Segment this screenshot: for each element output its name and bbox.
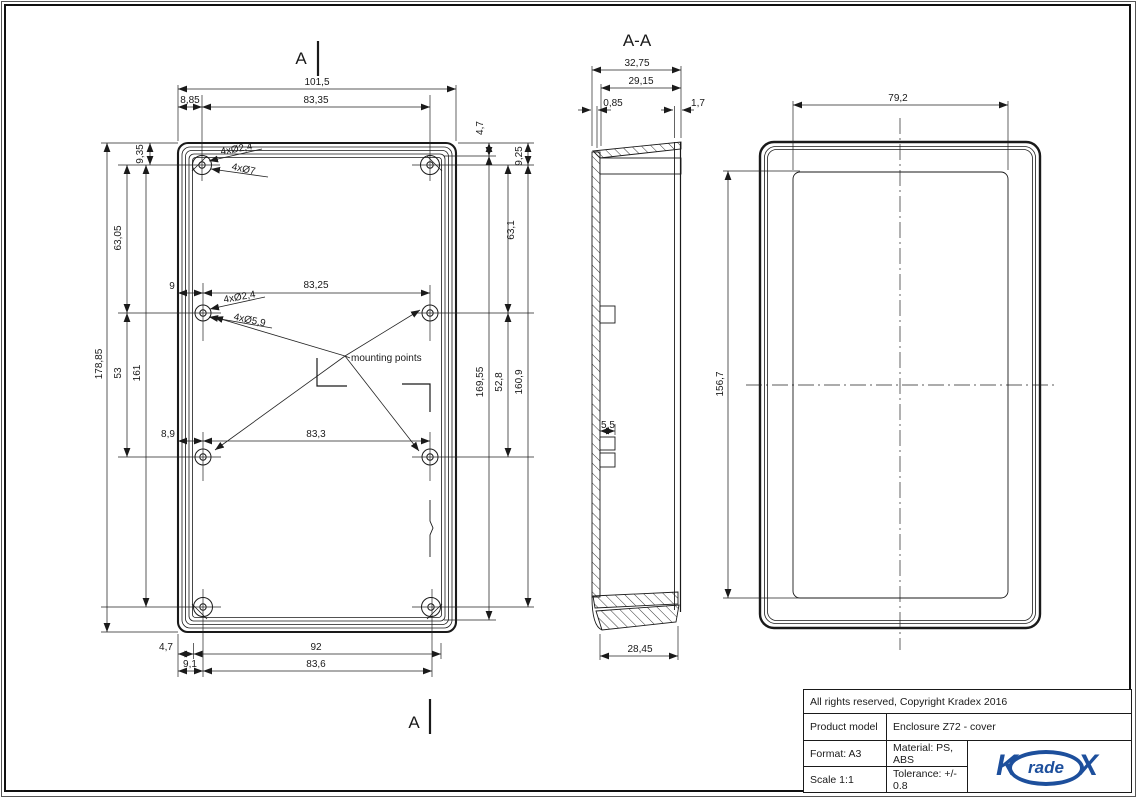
dim-mid2-hole-offset: 8,9 bbox=[161, 429, 175, 440]
dim-mid2-hole-span: 83,3 bbox=[306, 429, 326, 440]
section-view-dimension-labels: 32,75 29,15 0,85 1,7 5,5 28,45 bbox=[601, 58, 705, 655]
dim-inner-height: 156,7 bbox=[715, 371, 726, 396]
dim-lip-offset-right: 4,7 bbox=[475, 121, 486, 135]
section-cut-marks bbox=[316, 41, 432, 734]
title-block-product-model-label: Product model bbox=[804, 714, 887, 741]
kradex-logo-x: X bbox=[1078, 749, 1099, 782]
section-label-a-bottom: A bbox=[408, 713, 420, 732]
pcb-corner-marks bbox=[316, 358, 431, 412]
title-block-format: Format: A3 bbox=[804, 741, 887, 767]
dim-bottom-edge-offset: 4,7 bbox=[159, 642, 173, 653]
dim-hole-span-top: 83,35 bbox=[303, 95, 328, 106]
kradex-logo-oval: rade bbox=[1008, 750, 1084, 786]
dim-boss-width: 5,5 bbox=[601, 420, 615, 431]
title-block-scale: Scale 1:1 bbox=[804, 767, 887, 793]
title-block-logo-cell: rade K X bbox=[968, 741, 1132, 793]
title-block-material: Material: PS, ABS bbox=[887, 741, 968, 767]
dim-hole-gap-upper-right: 63,1 bbox=[506, 220, 517, 240]
title-block: All rights reserved, Copyright Kradex 20… bbox=[803, 689, 1132, 793]
title-block-copyright: All rights reserved, Copyright Kradex 20… bbox=[804, 690, 1132, 714]
section-label-a-top: A bbox=[295, 49, 307, 68]
dim-hole-gap-lower-right: 52,8 bbox=[494, 372, 505, 392]
dim-wall-right: 1,7 bbox=[691, 98, 705, 109]
dim-mid-hole-span: 83,25 bbox=[303, 280, 328, 291]
top-view-extension-lines bbox=[101, 85, 534, 677]
dim-bottom-depth: 28,45 bbox=[627, 644, 652, 655]
dim-hole-gap-lower-left: 53 bbox=[113, 367, 124, 379]
section-view-geometry bbox=[591, 141, 682, 631]
dim-hole-gap-upper-left: 63,05 bbox=[113, 225, 124, 250]
dim-mid-hole-offset: 9 bbox=[169, 281, 175, 292]
section-view-title: A-A bbox=[623, 31, 652, 50]
note-mounting-points: mounting points bbox=[351, 353, 422, 364]
dim-bottom-outer-span: 92 bbox=[310, 642, 322, 653]
callout-mid-hole-large: 4xØ5,9 bbox=[233, 312, 267, 330]
top-view-dimension-lines bbox=[103, 85, 532, 675]
dim-hole-span-vert-left: 161 bbox=[132, 364, 143, 381]
dim-hole-offset-left-top: 8,85 bbox=[180, 95, 200, 106]
side-view-centerlines bbox=[746, 118, 1054, 650]
top-view-outline bbox=[176, 141, 458, 634]
dim-overall-depth: 32,75 bbox=[624, 58, 649, 69]
dim-lip-span-vert-right: 169,55 bbox=[475, 366, 486, 397]
callout-mid-hole-small: 4xØ2,4 bbox=[223, 289, 257, 306]
dim-overall-width: 101,5 bbox=[304, 77, 329, 88]
dim-overall-height: 178,85 bbox=[94, 348, 105, 379]
side-view-extension-lines bbox=[723, 101, 1009, 599]
dim-inner-width: 79,2 bbox=[888, 93, 908, 104]
section-view-dimension-lines bbox=[592, 66, 681, 660]
side-view-dimension-labels: 79,2 156,7 bbox=[715, 93, 908, 397]
side-view-dimension-lines bbox=[724, 101, 1008, 598]
dim-bottom-hole-span: 83,6 bbox=[306, 659, 326, 670]
dim-hole-offset-right-top: 9,25 bbox=[514, 146, 525, 166]
title-block-product-model-value: Enclosure Z72 - cover bbox=[887, 714, 1132, 741]
dim-inner-depth: 29,15 bbox=[628, 76, 653, 87]
kradex-logo-k: K bbox=[996, 749, 1018, 782]
top-view-leader-lines bbox=[208, 148, 421, 452]
callout-corner-hole-large: 4xØ7 bbox=[231, 162, 257, 178]
top-view-dimension-labels: 101,5 83,35 8,85 4,7 9,25 9,35 178,85 63… bbox=[94, 77, 525, 670]
kradex-logo-rade: rade bbox=[1028, 758, 1064, 777]
kradex-logo: rade K X bbox=[990, 749, 1110, 786]
title-block-tolerance: Tolerance: +/- 0.8 bbox=[887, 767, 968, 793]
dim-hole-offset-left-top-v: 9,35 bbox=[135, 144, 146, 164]
dim-hole-span-vert-right: 160,9 bbox=[514, 369, 525, 394]
page-border-inner bbox=[4, 4, 1131, 792]
dim-bottom-hole-offset: 9,1 bbox=[183, 659, 197, 670]
dim-wall-left: 0,85 bbox=[603, 98, 623, 109]
